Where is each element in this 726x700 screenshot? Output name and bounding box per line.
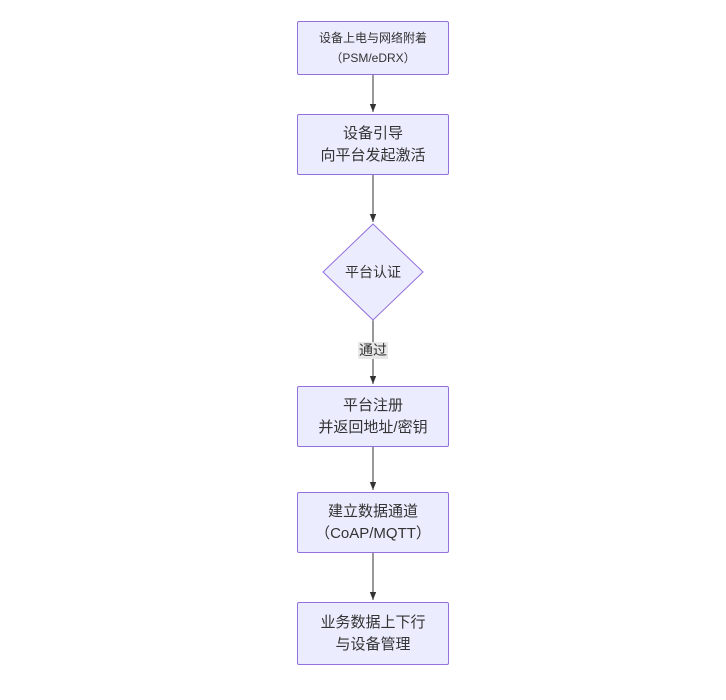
flow-node-power-attach: 设备上电与网络附着 （PSM/eDRX） — [297, 21, 449, 75]
node-line: （PSM/eDRX） — [330, 51, 416, 65]
node-line: 设备引导 — [342, 124, 403, 142]
node-line: 建立数据通道 — [327, 502, 418, 520]
edge-label-pass: 通过 — [358, 342, 388, 359]
flow-node-platform-auth-label: 平台认证 — [323, 258, 423, 286]
node-line: 设备上电与网络附着 — [318, 31, 427, 45]
node-line: 与设备管理 — [335, 635, 411, 653]
flow-node-data-channel: 建立数据通道 （CoAP/MQTT） — [297, 492, 449, 553]
node-line: （CoAP/MQTT） — [315, 524, 431, 542]
flow-node-business: 业务数据上下行 与设备管理 — [297, 602, 449, 665]
flow-node-bootstrap: 设备引导 向平台发起激活 — [297, 114, 449, 175]
node-line: 平台注册 — [342, 396, 403, 414]
decision-diamond-platform-auth — [322, 223, 424, 321]
node-line: 向平台发起激活 — [320, 146, 426, 164]
node-line: 平台认证 — [345, 264, 401, 280]
flow-node-register: 平台注册 并返回地址/密钥 — [297, 386, 449, 447]
node-line: 业务数据上下行 — [320, 613, 426, 631]
node-line: 并返回地址/密钥 — [318, 418, 428, 436]
